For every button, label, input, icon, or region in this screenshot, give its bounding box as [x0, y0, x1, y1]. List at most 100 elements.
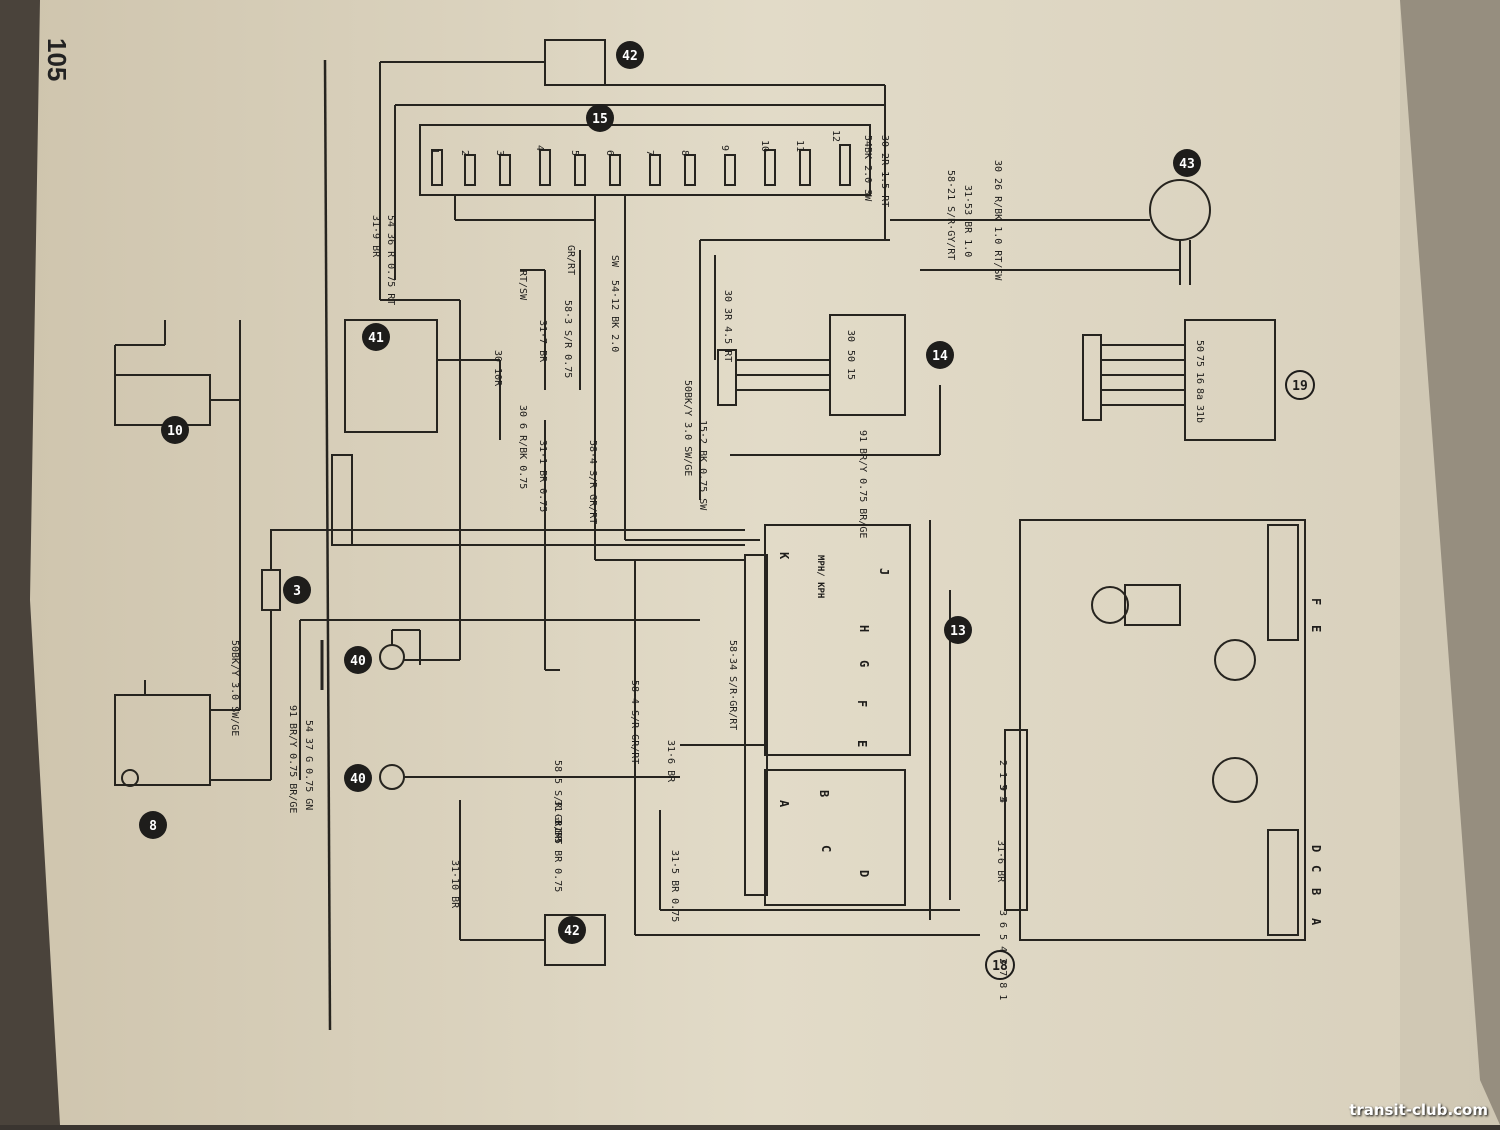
fuse-number: 8 — [679, 150, 690, 156]
fuse-elements — [431, 144, 851, 186]
connector-pin-numbers: 3 6 5 4 2 7 8 1 9 4 2 1 5 3 — [997, 760, 1008, 1000]
wire-label: 31·5 BR 0.75 — [669, 850, 680, 922]
gauge-letter-k: K — [777, 552, 791, 560]
fuse-number: 3 — [494, 150, 505, 156]
label-c13: 13 — [950, 624, 966, 639]
label-c19: 19 — [1292, 379, 1308, 394]
row-letter: D — [1309, 845, 1323, 852]
wire-label: 91 BR/Y 0.75 BR/GE — [857, 430, 868, 538]
wire-label: 30 10R — [492, 350, 503, 387]
wire-label: 54·12 BK 2.0 — [609, 280, 620, 352]
wire-label: 50BK/Y 3.0 SW/GE — [682, 380, 693, 476]
fuse-number: 4 — [534, 145, 545, 151]
gauge-letter-c: C — [819, 845, 833, 852]
fuse-number: 6 — [604, 150, 615, 156]
wire-label: 31·3 BR — [552, 800, 563, 843]
fuse-numbers: 1 2 3 4 5 6 7 8 9 10 11 12 — [429, 130, 841, 156]
label-c14: 14 — [932, 349, 948, 364]
wire-label: 31·5 BR 0.75 — [552, 820, 563, 892]
component-badges — [139, 41, 1315, 980]
switch-terminal: 15 — [845, 368, 856, 380]
wire-label: 31·7 BR — [537, 320, 548, 363]
label-c42b: 42 — [564, 924, 580, 939]
adjacent-page-edge — [1400, 0, 1500, 1125]
switch-terminal: 50 — [1194, 340, 1205, 352]
wire-label: 31·9 BR — [370, 215, 381, 258]
label-c41: 41 — [368, 331, 384, 346]
wire-label: 54 36 R 0.75 RT — [385, 215, 396, 305]
gauge-letter-e: E — [855, 740, 869, 747]
wire-labels: 50BK/Y 3.0 SW/GE 91 BR/Y 0.75 BR/GE 54 3… — [229, 135, 1006, 922]
page-number: 105 — [42, 38, 72, 82]
wire-label: GR/RT — [565, 245, 576, 275]
switch-terminals: 30 50 15 50 75 16 8a 31b — [845, 330, 1205, 423]
row-letter: F — [1309, 598, 1323, 605]
watermark: transit-club.com — [1349, 1101, 1488, 1119]
wire-label: 31·6 BR — [665, 740, 676, 783]
label-c3: 3 — [293, 584, 301, 599]
label-c18: 18 — [992, 959, 1008, 974]
label-c42a: 42 — [622, 49, 638, 64]
row-letter: C — [1309, 865, 1323, 872]
connector-pins: 9 4 — [997, 785, 1008, 803]
wire-label: RT/SW — [517, 270, 528, 301]
switch-terminal: 50 — [845, 350, 856, 362]
component-badge-labels: 8 10 3 40 40 41 42 42 15 43 14 19 13 18 — [149, 49, 1308, 974]
gauge-letter-h: H — [857, 625, 871, 632]
instrument-letters: A B C D E F G H J K MPH/ KPH — [777, 552, 891, 877]
wire-label: 58·4 S/R GR/RT — [587, 440, 598, 524]
fuse-number: 5 — [569, 150, 580, 156]
wire-label: 31·1 BR 0.75 — [537, 440, 548, 512]
wire-label: SW — [609, 255, 620, 268]
fuse-number: 2 — [459, 150, 470, 156]
wire-label: 91 BR/Y 0.75 BR/GE — [287, 705, 298, 813]
wire-label: 30 3R 4.5 RT — [722, 290, 733, 362]
wire-label: 58·3 S/R 0.75 — [562, 300, 573, 378]
label-c40b: 40 — [350, 772, 366, 787]
label-c15: 15 — [592, 112, 608, 127]
switch-terminal: 31b — [1194, 405, 1205, 423]
wire-label: 58·4 S/R GR/RT — [629, 680, 640, 764]
wire-label: 58·21 S/R·GY/RT — [945, 170, 956, 260]
switch-terminal: 75 — [1194, 355, 1205, 367]
label-c43: 43 — [1179, 157, 1195, 172]
gauge-letter-g: G — [857, 660, 871, 667]
fuse-number: 9 — [719, 145, 730, 151]
fuse-number: 1 — [429, 148, 440, 154]
wire-label: 15·2 BK 0.75 SW — [697, 420, 708, 511]
fuse-box-15 — [419, 124, 871, 196]
ignition-switch-8 — [114, 694, 211, 786]
label-c40a: 40 — [350, 654, 366, 669]
speedometer-label: MPH/ KPH — [815, 555, 825, 598]
wire-label: 30 2R 1.5 RT — [879, 135, 890, 207]
wire-label: 31·10 BR — [449, 860, 460, 909]
connector-pins: 3 6 5 4 2 7 8 1 — [997, 910, 1008, 1000]
wire-label: 50BK/Y 3.0 SW/GE — [229, 640, 240, 736]
wire-label: 58·34 S/R·GR/RT — [727, 640, 738, 730]
switch-terminal: 16 — [1194, 372, 1205, 384]
label-c8: 8 — [149, 819, 157, 834]
row-letter: A — [1309, 918, 1323, 926]
row-letter: E — [1309, 625, 1323, 632]
switch-terminal: 8a — [1194, 388, 1205, 400]
connector-pins: 2 1 5 3 — [997, 760, 1008, 802]
label-c10: 10 — [167, 424, 183, 439]
wire-label: 58 5 S/R GR/RT — [552, 760, 563, 844]
wire-label: 31·53 BR 1.0 — [962, 185, 973, 257]
fuse-number: 7 — [644, 150, 655, 156]
wire-label: 54 37 G 0.75 GN — [303, 720, 314, 810]
instrument-cluster-13 — [764, 524, 911, 756]
wire-label: 30 26 R/BK 1.0 RT/SW — [992, 160, 1003, 281]
wire-label: 31·6 BR — [995, 840, 1006, 883]
gauge-letter-d: D — [857, 870, 871, 877]
gauge-letter-f: F — [855, 700, 869, 707]
fuse-number: 10 — [759, 140, 770, 152]
wire-label: 54BK 2.0 SW — [862, 135, 873, 202]
wire-label: 30 6 R/BK 0.75 — [517, 405, 528, 489]
fuse-number: 11 — [794, 140, 805, 152]
panel-row-letters: A B C D E F — [1309, 598, 1323, 926]
gauge-letter-j: J — [877, 568, 891, 575]
row-letter: B — [1309, 888, 1323, 895]
